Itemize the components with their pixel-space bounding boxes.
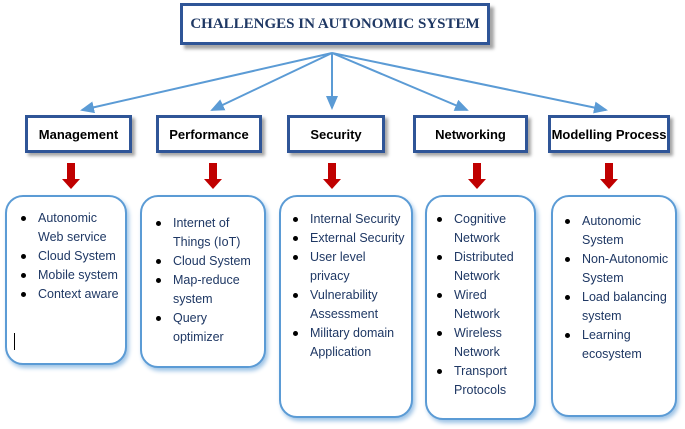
- down-arrow-management: [62, 163, 80, 189]
- list-item: Context aware: [21, 285, 119, 304]
- down-arrow-networking: [468, 163, 486, 189]
- connector-modelling-process: [331, 52, 608, 114]
- list-networking: Cognitive Network Distributed Network Wi…: [425, 195, 536, 420]
- down-arrow-modelling-process: [600, 163, 618, 189]
- list-item: Map-reduce system: [156, 271, 258, 309]
- list-item: Transport Protocols: [437, 362, 528, 400]
- diagram-title: CHALLENGES IN AUTONOMIC SYSTEM: [180, 3, 490, 45]
- category-networking: Networking: [413, 115, 528, 153]
- list-item: Cognitive Network: [437, 210, 528, 248]
- list-item: Internal Security: [293, 210, 405, 229]
- list-item: User level privacy: [293, 248, 405, 286]
- list-item: Autonomic Web service: [21, 209, 119, 247]
- list-item: External Security: [293, 229, 405, 248]
- list-item: Wireless Network: [437, 324, 528, 362]
- list-item: Military domain Application: [293, 324, 405, 362]
- list-item: Autonomic System: [565, 212, 669, 250]
- list-item: Load balancing system: [565, 288, 669, 326]
- list-item: Internet of Things (IoT): [156, 214, 258, 252]
- category-modelling-process: Modelling Process: [548, 115, 670, 153]
- text-cursor: [14, 333, 15, 350]
- list-management: Autonomic Web service Cloud System Mobil…: [5, 195, 127, 365]
- category-management: Management: [25, 115, 132, 153]
- connector-networking: [331, 52, 469, 111]
- list-security: Internal Security External Security User…: [279, 195, 413, 418]
- connector-management: [80, 52, 333, 114]
- list-item: Wired Network: [437, 286, 528, 324]
- list-item: Learning ecosystem: [565, 326, 669, 364]
- down-arrow-performance: [204, 163, 222, 189]
- down-arrow-security: [323, 163, 341, 189]
- list-performance: Internet of Things (IoT) Cloud System Ma…: [140, 195, 266, 368]
- list-item: Cloud System: [156, 252, 258, 271]
- list-item: Cloud System: [21, 247, 119, 266]
- category-performance: Performance: [156, 115, 262, 153]
- list-modelling-process: Autonomic System Non-Autonomic System Lo…: [551, 195, 677, 417]
- list-item: Query optimizer: [156, 309, 258, 347]
- category-security: Security: [287, 115, 385, 153]
- list-item: Vulnerability Assessment: [293, 286, 405, 324]
- list-item: Non-Autonomic System: [565, 250, 669, 288]
- connector-performance: [210, 52, 333, 111]
- list-item: Distributed Network: [437, 248, 528, 286]
- list-item: Mobile system: [21, 266, 119, 285]
